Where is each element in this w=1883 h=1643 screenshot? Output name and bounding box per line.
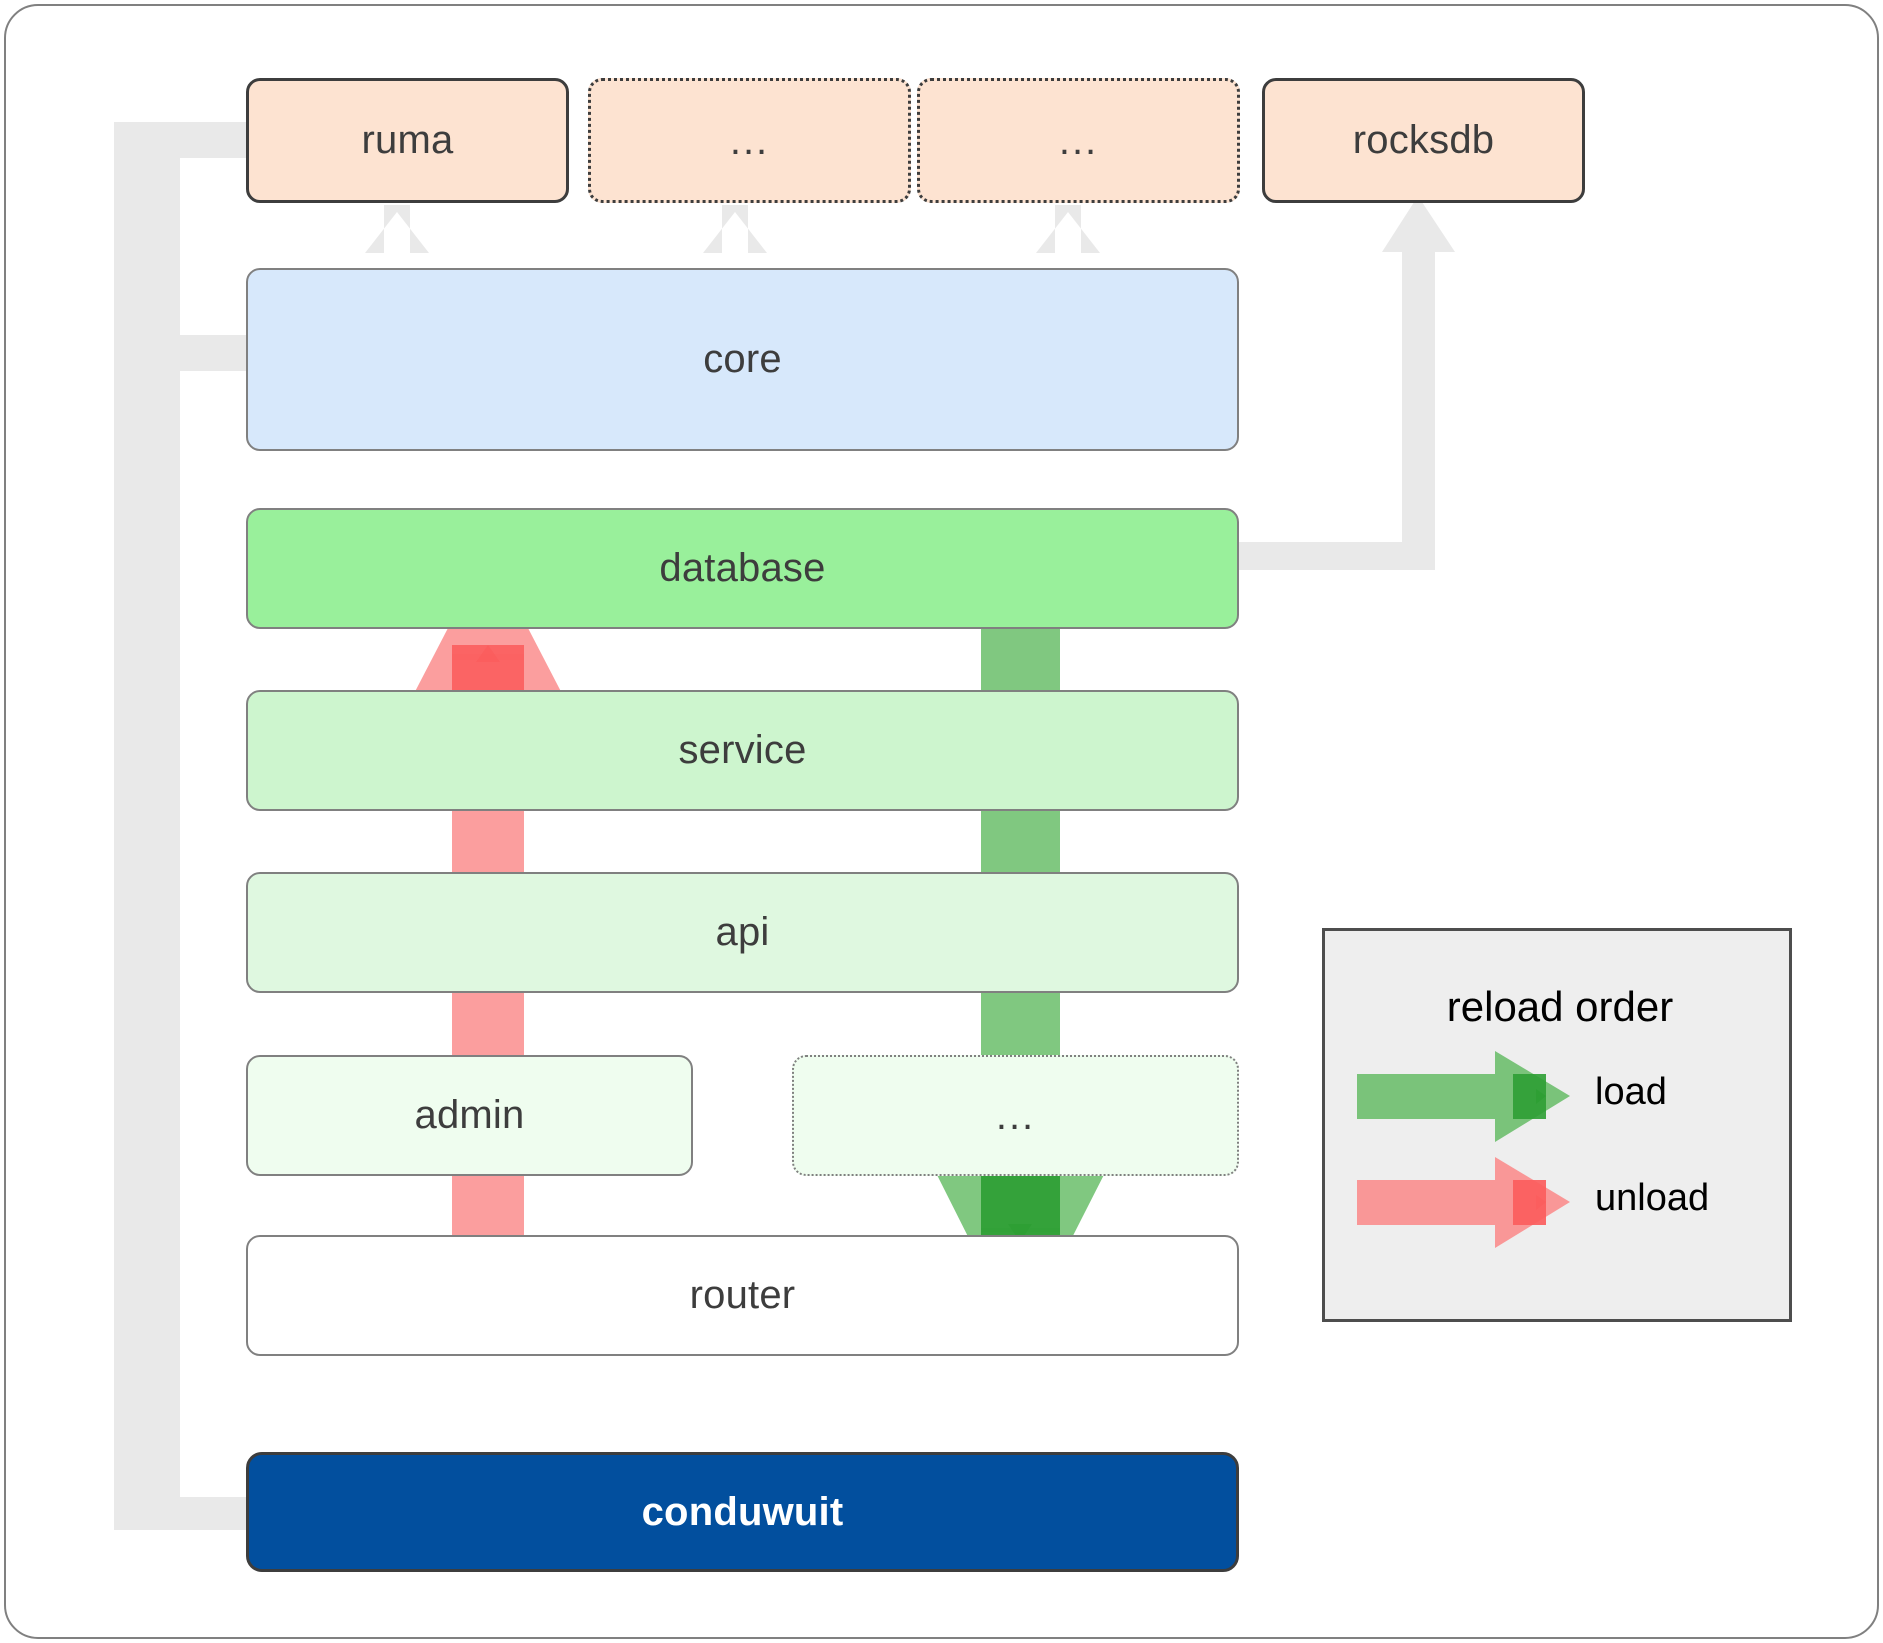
node-ruma[interactable]: ruma	[246, 78, 569, 203]
node-database-label: database	[659, 546, 826, 590]
node-api[interactable]: api	[246, 872, 1239, 993]
node-router-label: router	[689, 1273, 796, 1317]
node-service-label: service	[678, 728, 807, 772]
node-admin-label: admin	[414, 1093, 525, 1137]
legend-unload-arrow-icon	[1357, 1157, 1570, 1248]
node-rocksdb-label: rocksdb	[1352, 118, 1495, 162]
legend-title: reload order	[1446, 983, 1674, 1030]
diagram-outer-frame	[4, 4, 1879, 1639]
node-dep-ellipsis-2[interactable]: ...	[917, 78, 1240, 203]
legend-arrow-icons	[1357, 1051, 1570, 1248]
node-dep-ellipsis-1-label: ...	[729, 118, 770, 163]
node-conduwuit[interactable]: conduwuit	[246, 1452, 1239, 1572]
node-dep-ellipsis-1[interactable]: ...	[588, 78, 911, 203]
node-dep-ellipsis-2-label: ...	[1058, 118, 1099, 163]
node-conduwuit-label: conduwuit	[641, 1489, 844, 1534]
legend-load-arrow-icon	[1357, 1051, 1570, 1142]
node-ruma-label: ruma	[361, 118, 454, 162]
node-layer-ellipsis-label: ...	[995, 1093, 1036, 1138]
legend-label-unload: unload	[1595, 1177, 1710, 1219]
legend-label-load: load	[1595, 1071, 1667, 1113]
node-layer-ellipsis[interactable]: ...	[792, 1055, 1239, 1176]
node-core[interactable]: core	[246, 268, 1239, 451]
node-rocksdb[interactable]: rocksdb	[1262, 78, 1585, 203]
node-core-label: core	[703, 337, 782, 381]
node-router[interactable]: router	[246, 1235, 1239, 1356]
node-service[interactable]: service	[246, 690, 1239, 811]
legend: reload order load unload	[1322, 928, 1792, 1322]
node-admin[interactable]: admin	[246, 1055, 693, 1176]
node-database[interactable]: database	[246, 508, 1239, 629]
node-api-label: api	[715, 910, 770, 954]
